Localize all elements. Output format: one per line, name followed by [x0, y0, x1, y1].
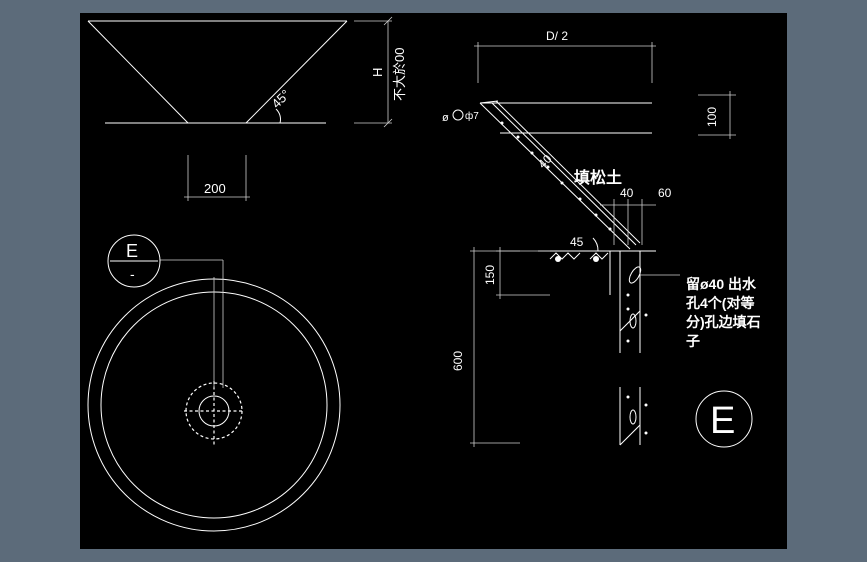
note-line-3: 分)孔边填石	[686, 314, 761, 330]
dim-60-top: 60	[658, 186, 672, 200]
dim-200-label: 200	[204, 181, 226, 196]
funnel-elevation: 45°	[87, 20, 348, 124]
dim-40-slope: 40	[535, 152, 555, 172]
slope-outer	[479, 102, 631, 250]
angle-label-top: 45°	[269, 87, 294, 112]
detail-mark-circle	[695, 390, 753, 448]
dim-150-label: 150	[483, 265, 497, 285]
fill-soil-label: 填松土	[574, 168, 622, 187]
funnel-left-slope	[87, 20, 189, 124]
dim-600-label: 600	[451, 351, 465, 371]
section-mark-plan[interactable]: E -	[107, 234, 161, 288]
detail-mark-label: E	[710, 400, 735, 442]
dim-h-note: 不大於00	[392, 48, 407, 101]
detail-mark[interactable]: E	[695, 390, 753, 448]
pipe-label-2: ф7	[465, 110, 479, 122]
dimension-h: H 不大於00	[354, 16, 407, 128]
section-detail: D/ 2 100 ø ф7	[442, 29, 761, 447]
plan-view	[87, 259, 341, 532]
angle-label-section: 45	[570, 235, 584, 249]
dim-40-top: 40	[620, 186, 634, 200]
section-mark-sub: -	[130, 266, 135, 282]
dim-100-label: 100	[705, 107, 719, 127]
cad-drawing: 45° H 不大於00 200	[87, 16, 761, 532]
dimension-200: 200	[184, 155, 250, 201]
gravel-dots	[500, 121, 612, 231]
section-mark-label: E	[126, 241, 138, 261]
note-line-2: 孔4个(对等	[686, 295, 754, 311]
section-mark-circle	[107, 234, 161, 288]
funnel-right-slope	[245, 20, 348, 124]
note-line-4: 子	[686, 333, 700, 349]
drawing-canvas[interactable]: 45° H 不大於00 200	[80, 13, 787, 549]
pipe-label: ø	[442, 112, 449, 124]
dim-h-label: H	[370, 68, 385, 77]
note-line-1: 留ø40 出水	[686, 276, 757, 292]
angle-arc-top	[275, 108, 281, 124]
dim-d2-label: D/ 2	[546, 29, 568, 43]
